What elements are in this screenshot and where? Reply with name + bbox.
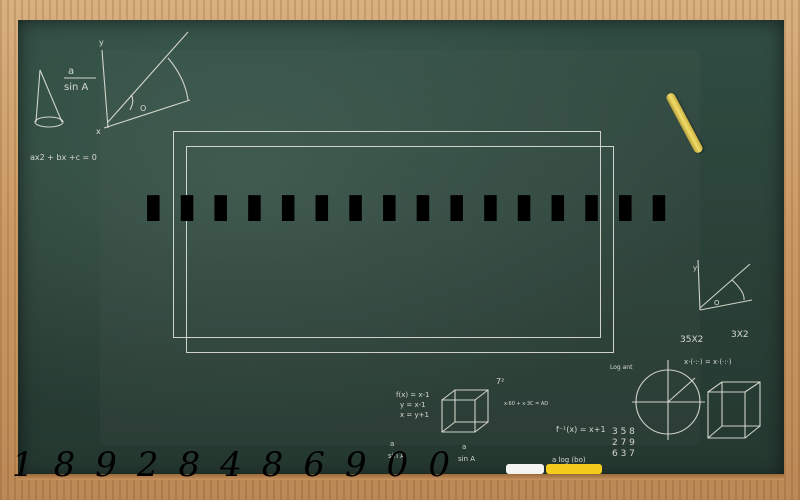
chalk-quadratic: ax2 + bx +c = 0: [30, 153, 97, 162]
chalk-power: 7²: [496, 377, 504, 386]
chalk-fraction-denominator: sin A: [64, 82, 89, 93]
yellow-chalk-piece-icon: [546, 464, 602, 474]
chalk-log-ant: Log ant: [610, 364, 633, 371]
chalk-log: a log (bo): [552, 456, 586, 464]
slide-title: ▮▮▮▮▮▮▮▮▮▮▮▮▮▮▮▮: [144, 186, 684, 226]
chalk-right-axis-y: y: [693, 264, 697, 272]
chalk-angle-o: O: [140, 104, 146, 113]
chalk-axis-y: y: [99, 38, 104, 47]
title-frame-outline-back: [173, 131, 601, 338]
chalk-right-angle: O: [714, 299, 720, 307]
chalk-3x2: 3X2: [731, 330, 749, 340]
chalk-ledge: [18, 474, 784, 480]
white-chalk-piece-icon: [506, 464, 544, 474]
chalk-35x2: 35X2: [680, 335, 703, 345]
chalk-matrix-3: 6 3 7: [612, 449, 635, 459]
chalk-fraction-numerator: a: [68, 66, 74, 77]
chalk-matrix-2: 2 7 9: [612, 438, 635, 448]
chalk-fx-3: x = y+1: [400, 411, 429, 419]
chalk-matrix-1: 3 5 8: [612, 427, 635, 437]
chalk-inverse-fx: f⁻¹(x) = x+1: [556, 425, 606, 434]
chalk-axis-x: x: [96, 127, 101, 136]
chalk-bottom-fraction-den: sin A: [388, 452, 405, 460]
chalk-bottom-fraction-den-2: sin A: [458, 455, 475, 463]
title-frame-outline-front: [186, 146, 614, 353]
phone-number: 18928486900: [12, 445, 470, 485]
chalk-fx-2: y = x-1: [400, 401, 426, 409]
chalk-sum: x·60 + x·3C = AD: [504, 401, 548, 407]
chalk-fx-1: f(x) = x-1: [396, 391, 430, 399]
chalk-bottom-fraction-num-2: a: [462, 443, 466, 451]
chalk-bottom-fraction-num: a: [390, 440, 394, 448]
chalk-vectors: x·(·:·) = x·(·:·): [684, 358, 732, 366]
